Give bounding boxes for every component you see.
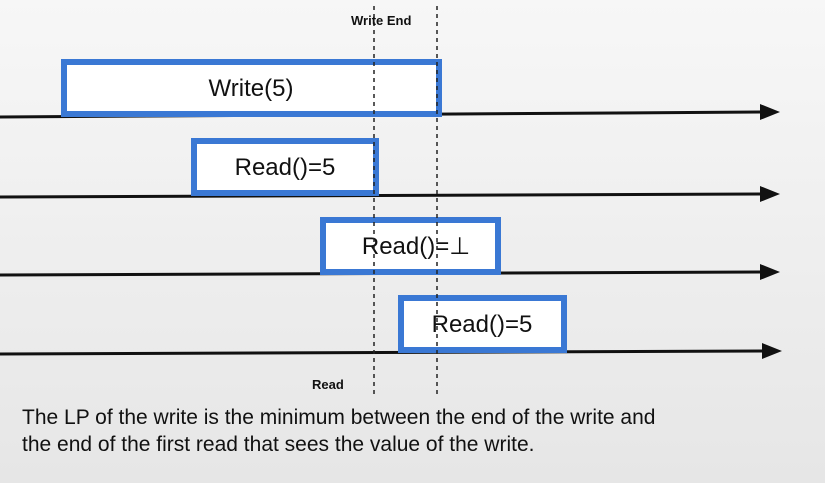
caption-line-2: the end of the first read that sees the …	[22, 433, 535, 456]
operation-label: Read()=5	[432, 311, 533, 338]
operation-box	[398, 295, 567, 353]
operation-box	[320, 217, 501, 275]
operation-read-2: Read()=⊥	[320, 217, 501, 275]
operation-read-3: Read()=5	[398, 295, 567, 353]
caption: The LP of the write is the minimum betwe…	[22, 404, 822, 458]
caption-line-1: The LP of the write is the minimum betwe…	[22, 406, 656, 429]
process-3-arrowhead	[760, 264, 780, 280]
operation-write: Write(5)	[61, 59, 442, 117]
write-end-label: Write End	[351, 13, 411, 28]
operation-box	[191, 138, 379, 196]
read-label: Read	[312, 377, 344, 392]
marker-lines	[373, 6, 438, 398]
operation-label: Write(5)	[209, 75, 294, 102]
process-2-timeline	[0, 192, 761, 199]
operation-label: Read()=5	[235, 154, 336, 181]
process-4-timeline	[0, 349, 763, 356]
operation-read-1: Read()=5	[191, 138, 379, 196]
operation-box	[61, 59, 442, 117]
process-1-arrowhead	[760, 104, 780, 120]
process-4-arrowhead	[762, 343, 782, 359]
process-2-arrowhead	[760, 186, 780, 202]
operation-label: Read()=⊥	[362, 233, 470, 260]
